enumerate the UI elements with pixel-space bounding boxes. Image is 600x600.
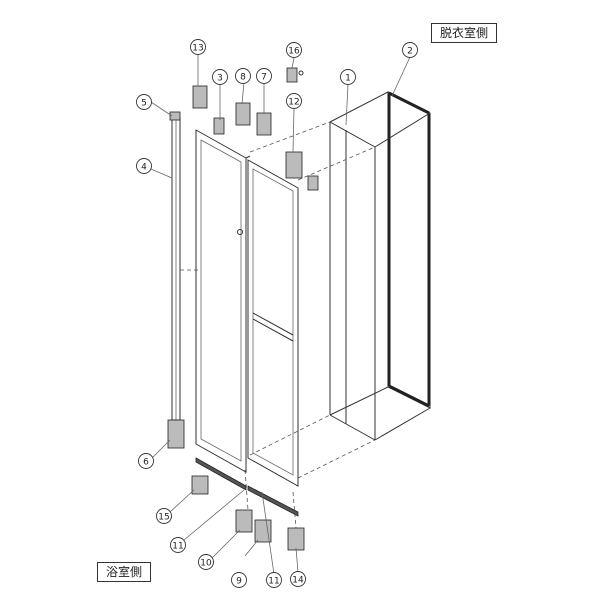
callout-4: 4: [136, 158, 152, 174]
frame-part-2: [387, 91, 431, 409]
callout-5: 5: [136, 94, 152, 110]
frame-part-1: [329, 91, 431, 441]
side-rail-part-4: [171, 117, 181, 421]
bathroom-side-label: 浴室側: [97, 562, 152, 582]
svg-text:9: 9: [236, 577, 242, 587]
svg-text:5: 5: [141, 99, 147, 109]
door-panel-right: [247, 159, 299, 487]
svg-text:16: 16: [288, 47, 300, 57]
svg-text:12: 12: [288, 98, 299, 108]
dressing-room-side-label: 脱衣室側: [431, 23, 498, 43]
svg-text:6: 6: [143, 458, 149, 468]
svg-text:8: 8: [240, 73, 246, 83]
bottom-rails: [195, 457, 299, 517]
callout-2: 2: [402, 42, 418, 58]
hardware-parts: [167, 67, 319, 551]
callout-10: 10: [198, 554, 214, 570]
callout-14: 14: [290, 571, 306, 587]
svg-text:13: 13: [192, 44, 203, 54]
callout-16: 16: [286, 42, 302, 58]
svg-text:14: 14: [292, 576, 304, 586]
callout-7: 7: [256, 68, 272, 84]
svg-text:4: 4: [141, 163, 147, 173]
callout-9: 9: [231, 572, 247, 588]
callout-8: 8: [235, 68, 251, 84]
svg-text:2: 2: [407, 47, 413, 57]
guide-lines: [180, 121, 376, 529]
svg-text:11: 11: [172, 542, 183, 552]
svg-text:10: 10: [200, 559, 212, 569]
callout-13: 13: [190, 39, 206, 55]
callout-1: 1: [340, 69, 356, 85]
svg-text:3: 3: [217, 74, 223, 84]
door-panel-left: [195, 129, 251, 473]
callout-3: 3: [212, 69, 228, 85]
svg-text:1: 1: [345, 74, 351, 84]
callout-11-right: 11: [266, 572, 282, 588]
callout-bubbles: 1 2 3 4 5 6 7 8 9 10 11 11 12 13 14 15 1…: [136, 39, 418, 588]
callout-11-left: 11: [170, 537, 186, 553]
svg-text:7: 7: [261, 73, 267, 83]
callout-15: 15: [156, 508, 172, 524]
svg-text:11: 11: [268, 577, 279, 587]
callout-12: 12: [286, 93, 302, 109]
leader-lines: [143, 54, 411, 575]
callout-6: 6: [138, 453, 154, 469]
svg-text:15: 15: [158, 513, 169, 523]
